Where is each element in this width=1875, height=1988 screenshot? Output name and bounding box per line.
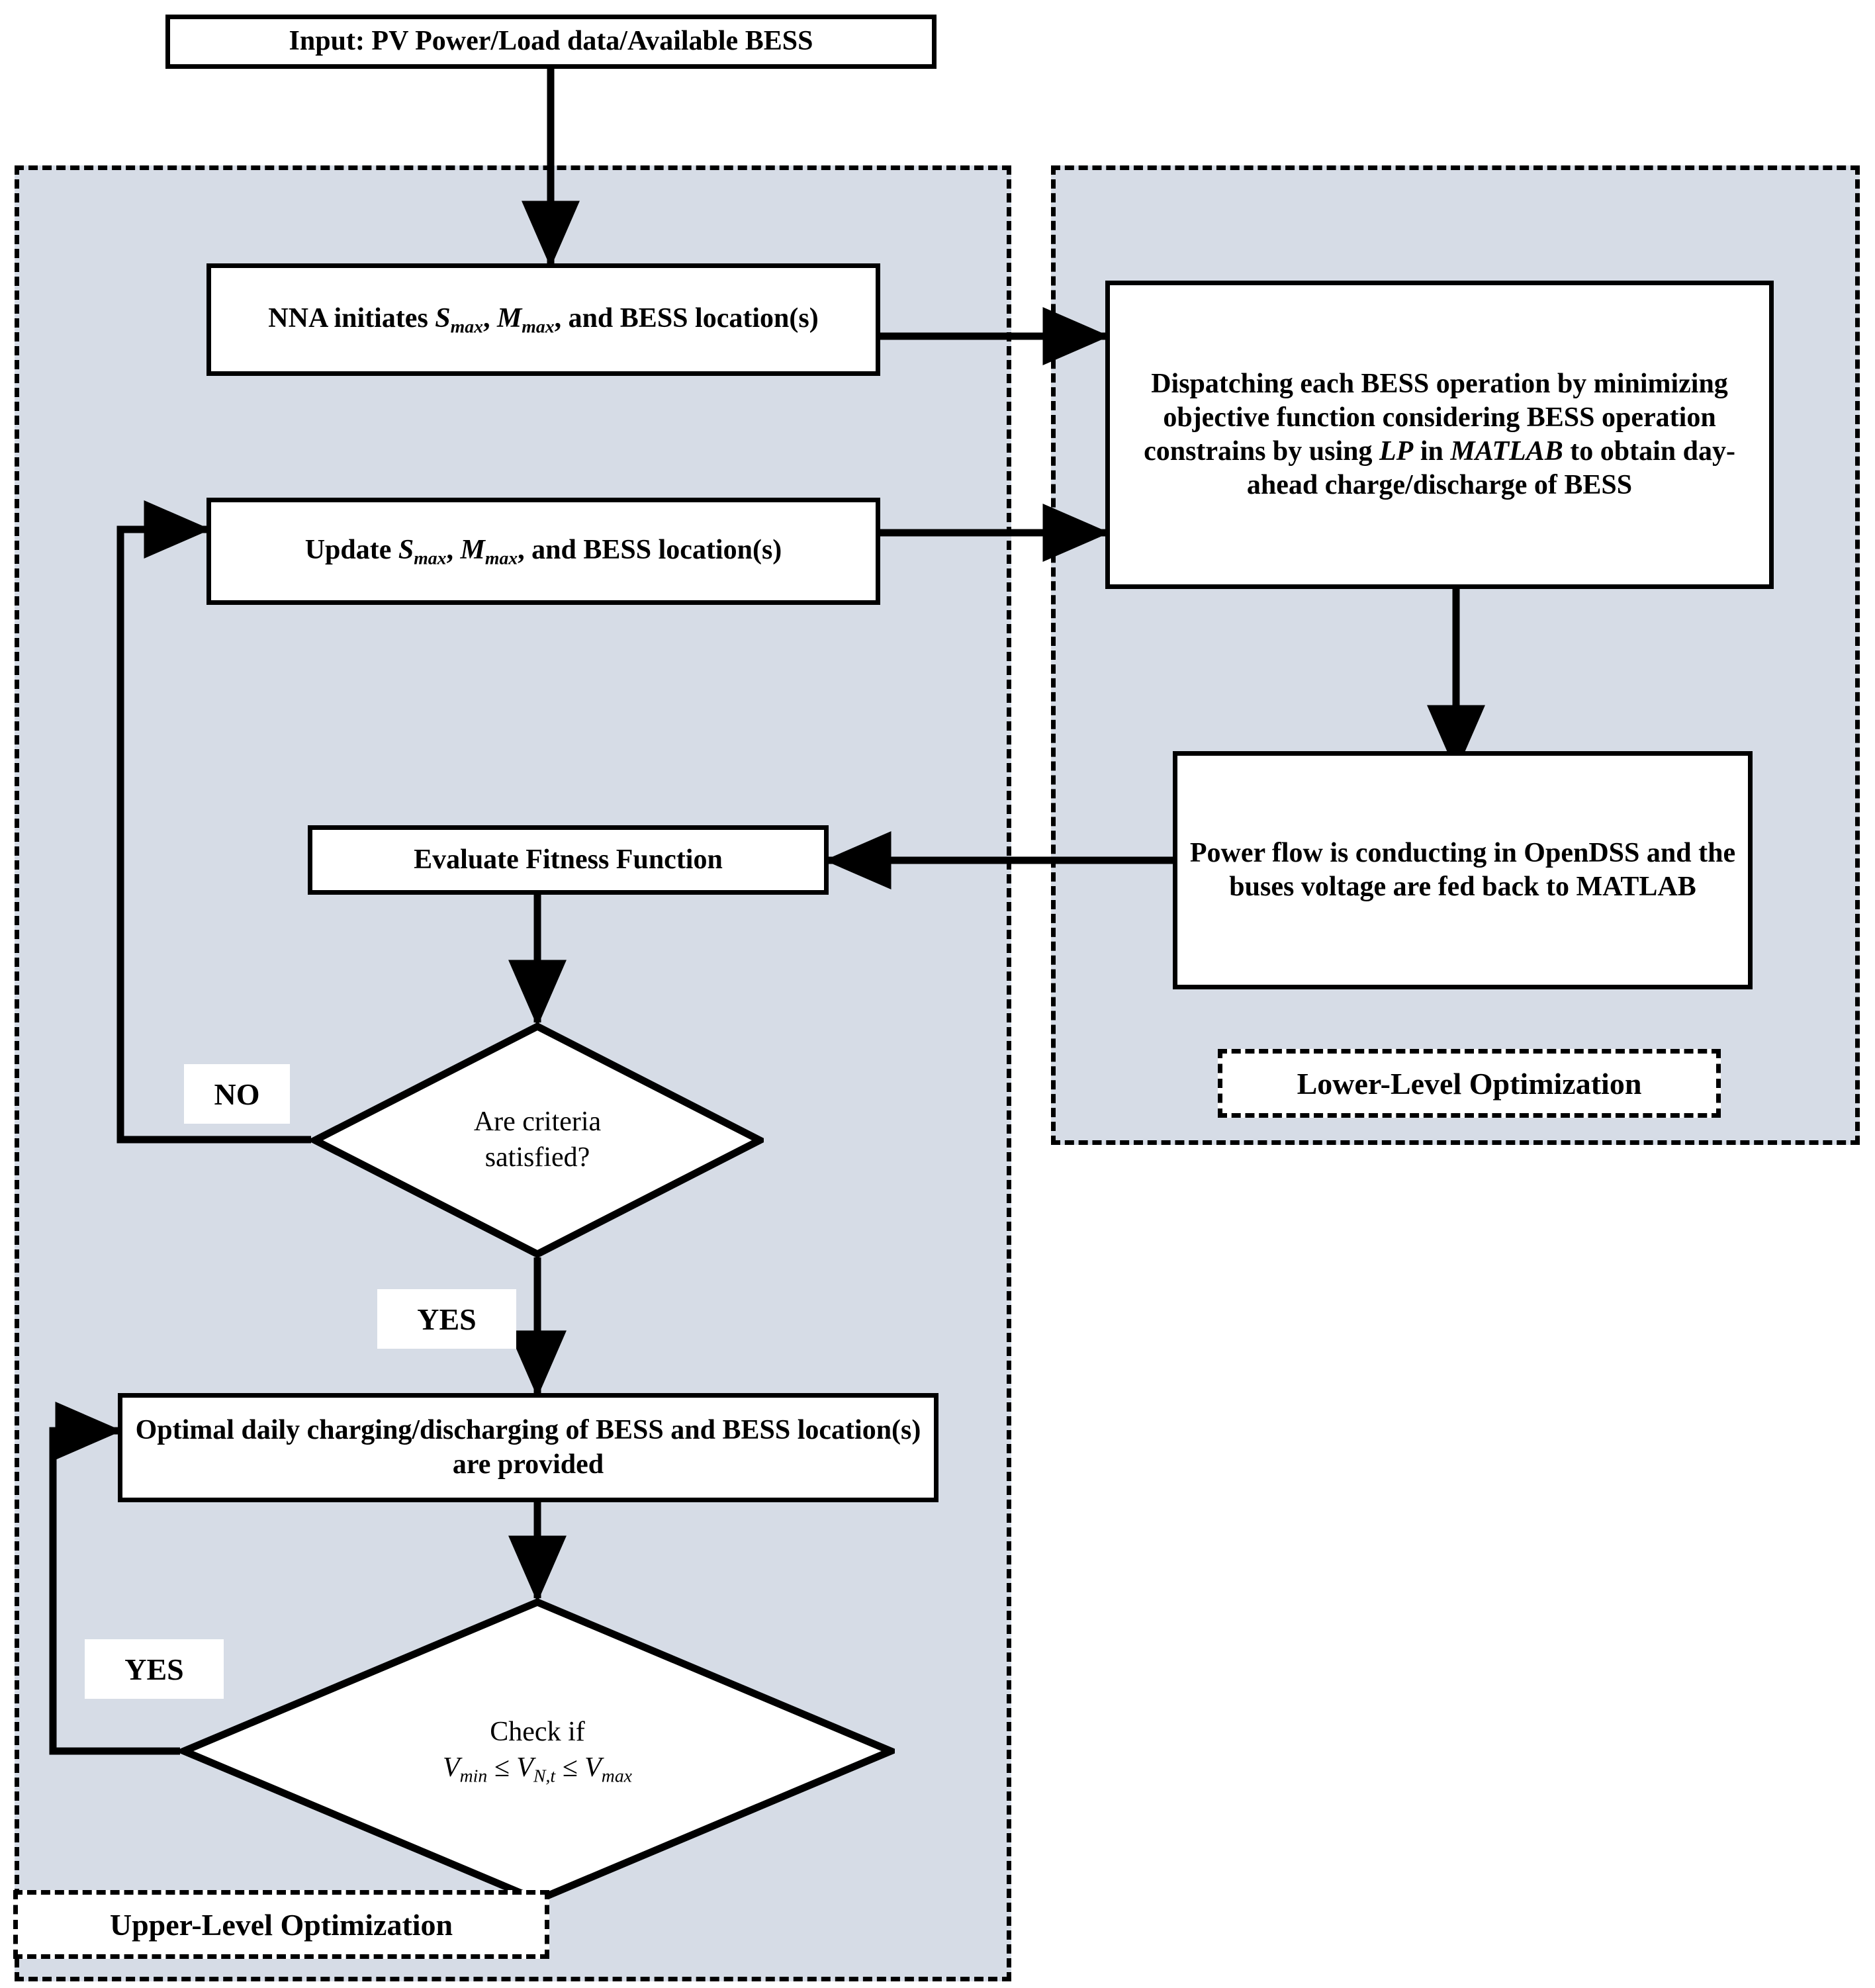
node-dispatch[interactable]: Dispatching each BESS operation by minim… <box>1105 281 1774 589</box>
node-optimal-result-label: Optimal daily charging/discharging of BE… <box>135 1415 921 1480</box>
edge-label-criteria-no: NO <box>184 1064 290 1124</box>
node-nna-initiate[interactable]: NNA initiates Smax, Mmax, and BESS locat… <box>206 263 880 376</box>
node-powerflow[interactable]: Power flow is conducting in OpenDSS and … <box>1173 751 1753 989</box>
decision-voltage-range[interactable]: Check if Vmin ≤ VN,t ≤ Vmax <box>180 1598 895 1904</box>
node-evaluate-fitness-label: Evaluate Fitness Function <box>414 844 723 875</box>
node-update-label: Update Smax, Mmax, and BESS location(s) <box>304 534 782 568</box>
caption-lower-level: Lower-Level Optimization <box>1218 1049 1721 1118</box>
decision-criteria-satisfied[interactable]: Are criteria satisfied? <box>311 1022 764 1258</box>
node-update[interactable]: Update Smax, Mmax, and BESS location(s) <box>206 498 880 605</box>
edge-label-criteria-yes: YES <box>377 1289 516 1349</box>
caption-upper-level: Upper-Level Optimization <box>13 1890 549 1959</box>
node-powerflow-label: Power flow is conducting in OpenDSS and … <box>1189 837 1736 902</box>
node-optimal-result[interactable]: Optimal daily charging/discharging of BE… <box>118 1393 938 1502</box>
edge-label-voltage-yes: YES <box>85 1639 224 1699</box>
node-dispatch-label: Dispatching each BESS operation by minim… <box>1144 368 1735 501</box>
node-nna-initiate-label: NNA initiates Smax, Mmax, and BESS locat… <box>268 302 819 337</box>
decision-voltage-shape <box>180 1598 895 1904</box>
node-input[interactable]: Input: PV Power/Load data/Available BESS <box>165 15 937 69</box>
decision-criteria-shape <box>311 1022 764 1258</box>
node-input-label: Input: PV Power/Load data/Available BESS <box>289 26 813 57</box>
node-evaluate-fitness[interactable]: Evaluate Fitness Function <box>308 825 829 895</box>
